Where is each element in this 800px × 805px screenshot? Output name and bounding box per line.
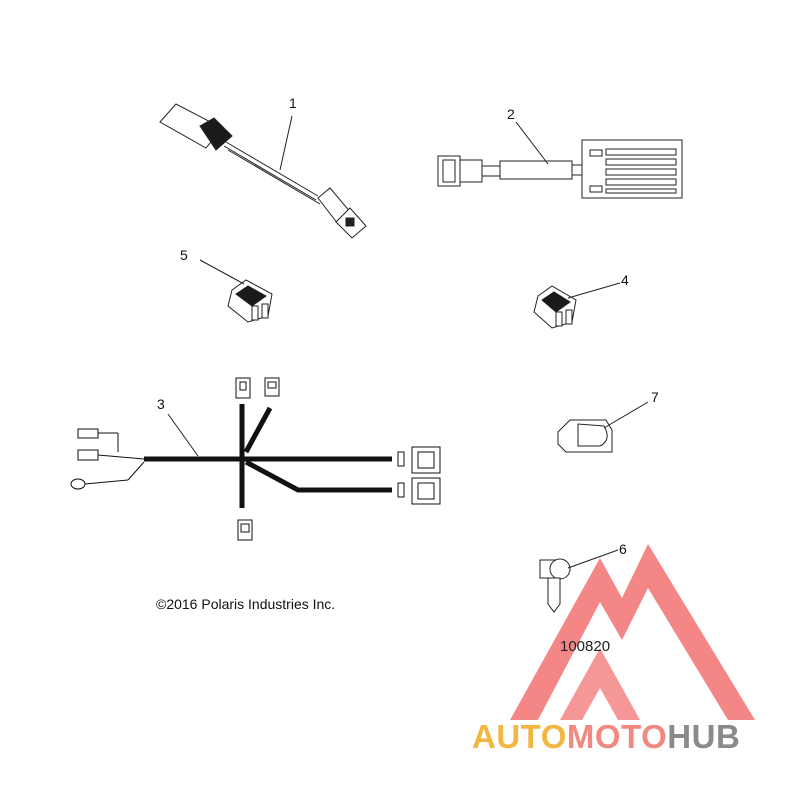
watermark-text: AUTOMOTOHUB bbox=[472, 718, 740, 756]
callout-4: 4 bbox=[621, 272, 629, 288]
part-1-harness bbox=[159, 103, 367, 239]
callout-1: 1 bbox=[289, 95, 297, 111]
watermark-auto: AUTO bbox=[472, 718, 567, 755]
part-4-switch bbox=[533, 285, 577, 329]
callout-7: 7 bbox=[651, 389, 659, 405]
part-3-wiring-harness bbox=[70, 377, 441, 541]
callout-6: 6 bbox=[619, 541, 627, 557]
watermark-hub: HUB bbox=[667, 718, 741, 755]
callout-2: 2 bbox=[507, 106, 515, 122]
part-2-heater-element bbox=[437, 139, 683, 199]
watermark-logo bbox=[510, 544, 755, 720]
leader-lines bbox=[167, 115, 649, 569]
diagram-number: 100820 bbox=[560, 638, 611, 655]
callout-5: 5 bbox=[180, 247, 188, 263]
watermark-moto: MOTO bbox=[566, 718, 668, 755]
part-7-clip bbox=[557, 419, 613, 453]
copyright-notice: ©2016 Polaris Industries Inc. bbox=[156, 596, 336, 612]
callout-3: 3 bbox=[157, 396, 165, 412]
part-5-switch bbox=[227, 279, 273, 323]
part-6-key bbox=[539, 558, 571, 613]
